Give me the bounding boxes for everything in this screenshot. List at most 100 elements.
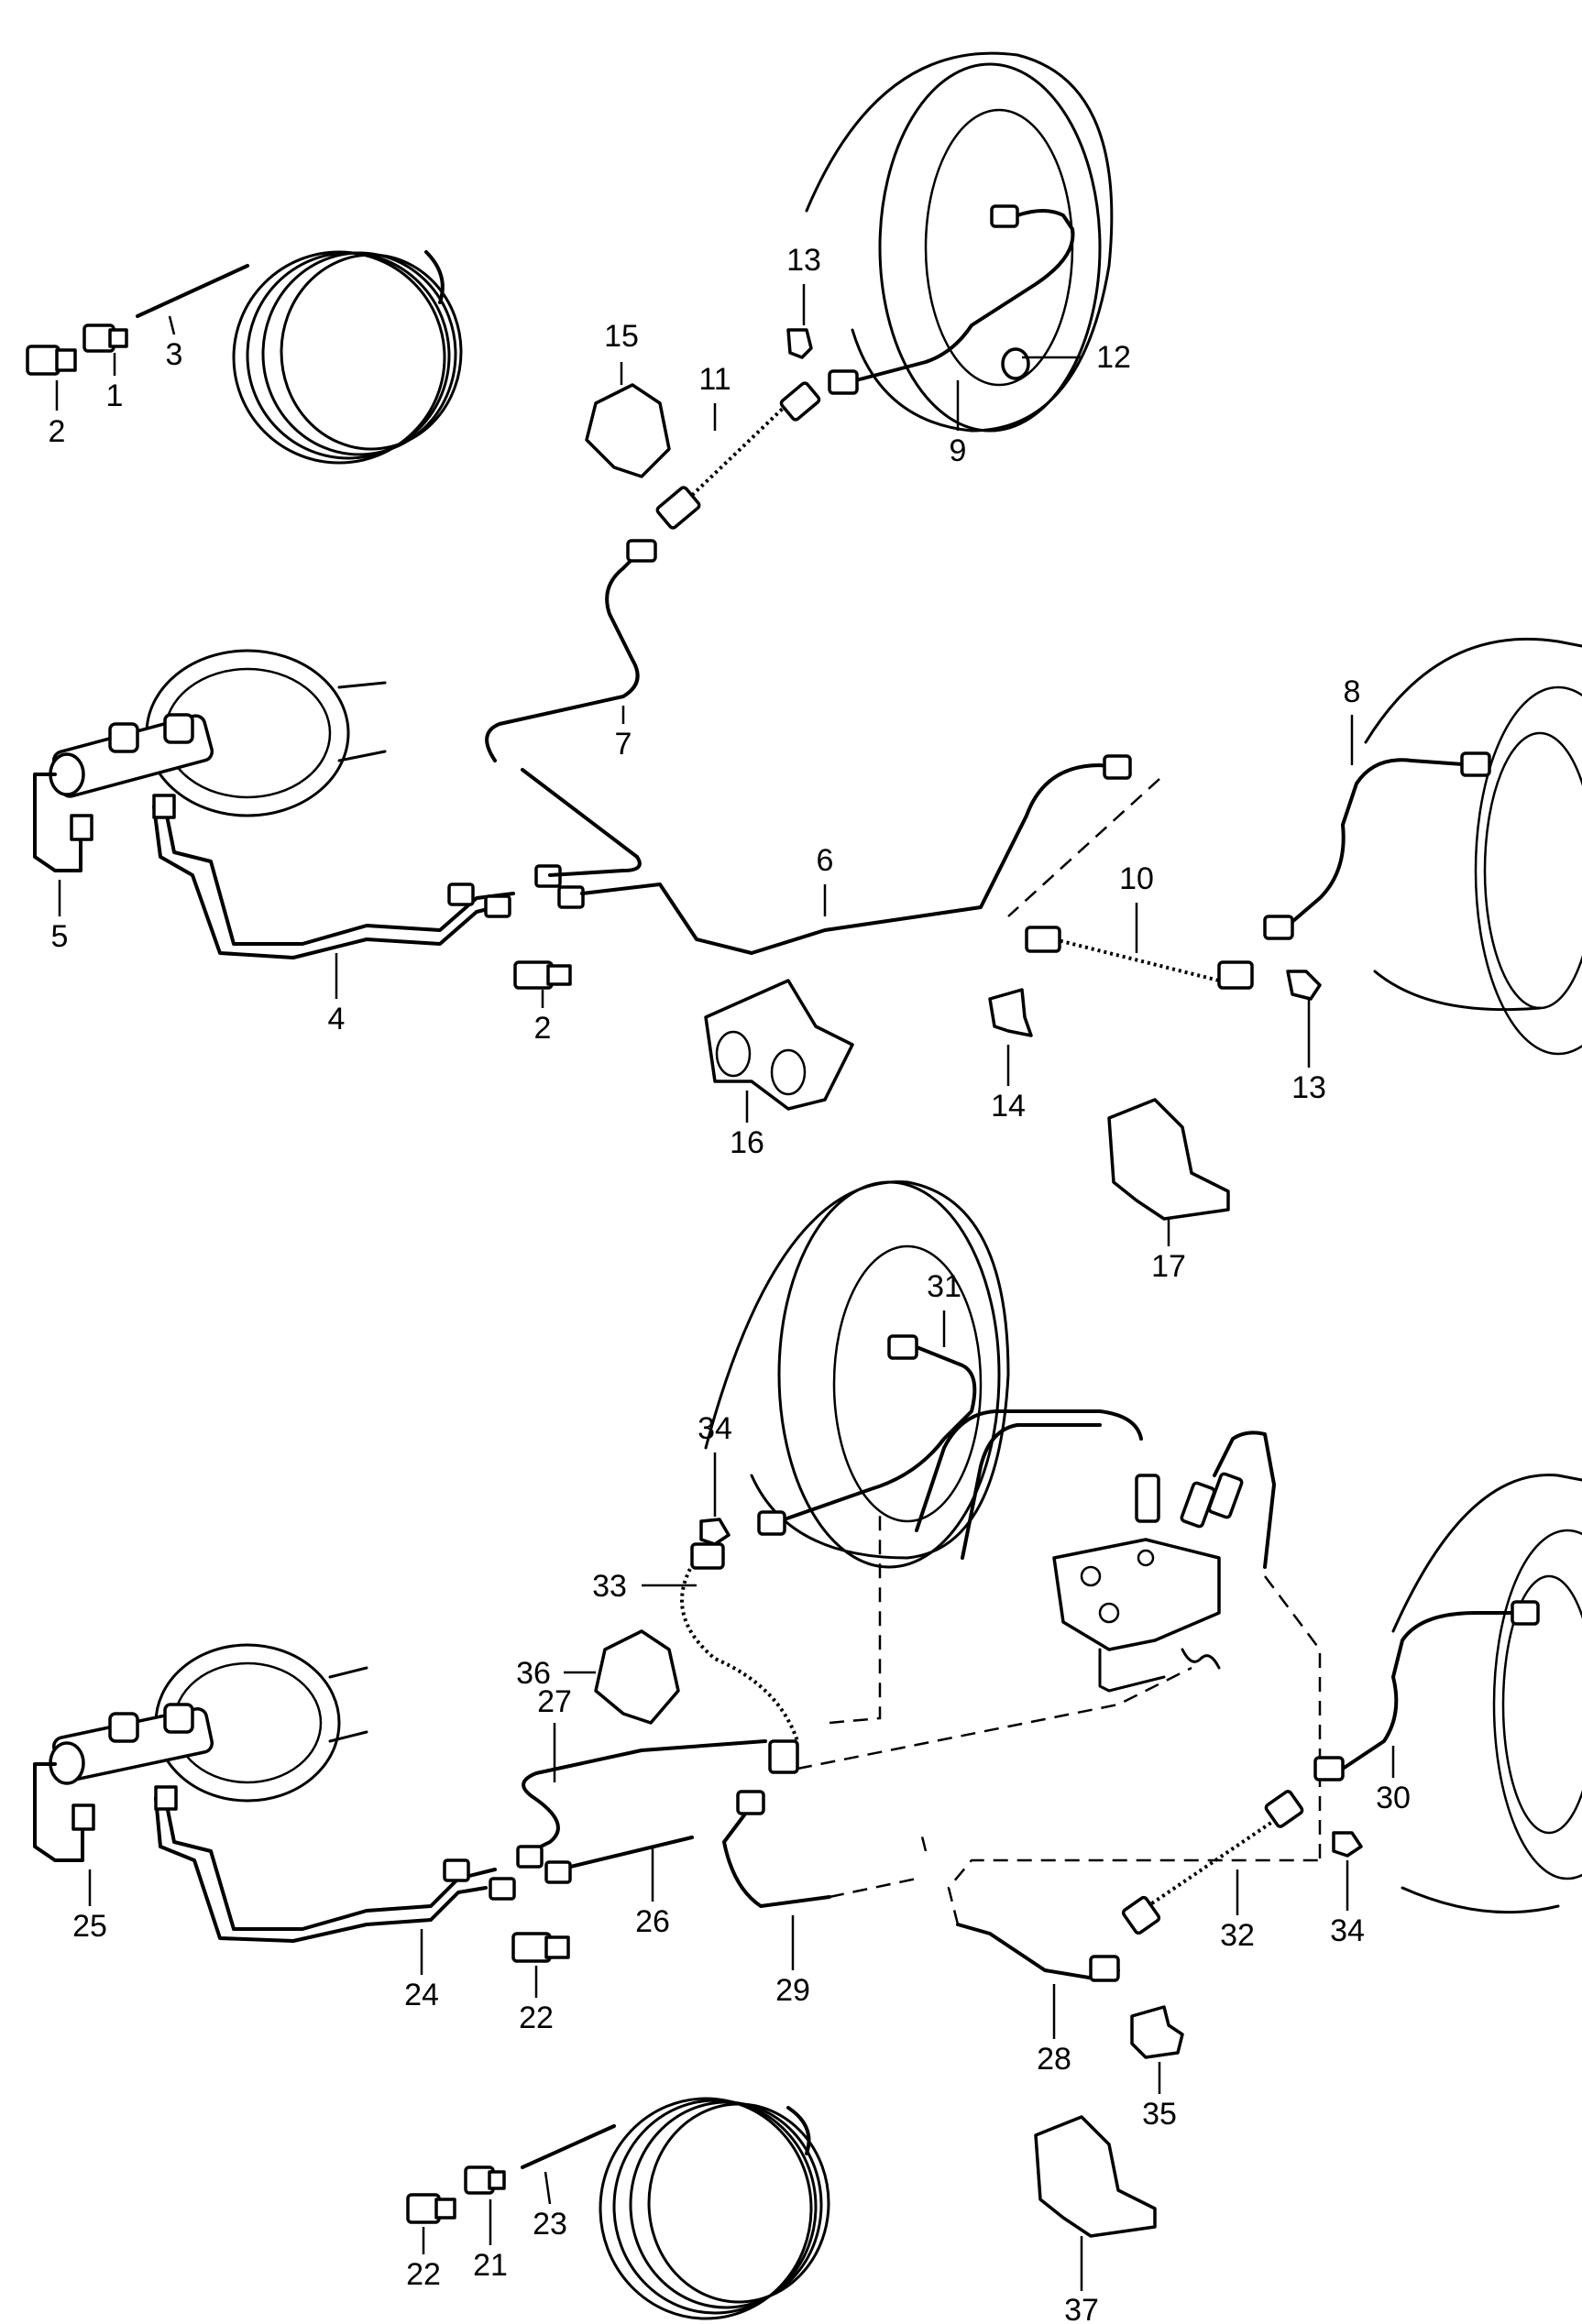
- line-5-fitting: [70, 814, 93, 841]
- brake-line-part-6: [580, 763, 1125, 955]
- callout-11: 11: [698, 362, 731, 397]
- callout-16: 16: [730, 1125, 764, 1160]
- line-29-fitting: [736, 1790, 765, 1815]
- brake-drum-rear-lower: [704, 1180, 1010, 1569]
- fitting-part-22-lower: [406, 2193, 456, 2224]
- brake-line-part-29: [722, 1803, 831, 1908]
- line-6-end-fitting: [1103, 754, 1132, 780]
- brake-line-part-9: [837, 209, 1075, 387]
- line-6-fitting: [557, 885, 585, 909]
- line-30-end-fitting: [1511, 1600, 1540, 1626]
- callout-27: 27: [537, 1684, 572, 1719]
- callout-25: 25: [72, 1909, 107, 1944]
- brake-booster-upper: [49, 649, 387, 817]
- callout-12: 12: [1096, 340, 1131, 375]
- brake-hose-part-10: [1025, 926, 1254, 990]
- fitting-part-21: [464, 2165, 506, 2195]
- brake-line-part-27: [522, 1739, 767, 1853]
- callout-26: 26: [635, 1904, 670, 1939]
- callout-4: 4: [328, 1002, 346, 1036]
- line-27-fitting: [516, 1845, 544, 1869]
- callout-6: 6: [817, 843, 834, 878]
- line-26-fitting: [544, 1860, 572, 1884]
- clip-part-13-upper: [786, 328, 813, 359]
- line-28-fitting: [1089, 1955, 1120, 1982]
- callout-29: 29: [775, 1973, 810, 2008]
- brake-line-coil-lower: [521, 2097, 830, 2320]
- brake-line-part-8: [1286, 758, 1478, 927]
- callout-24: 24: [404, 1978, 439, 2012]
- callout-3: 3: [166, 337, 183, 372]
- callout-36: 36: [516, 1656, 551, 1691]
- callout-35: 35: [1142, 2097, 1177, 2132]
- callout-1: 1: [106, 378, 124, 413]
- brake-line-part-30: [1341, 1611, 1533, 1770]
- callout-32: 32: [1220, 1918, 1255, 1953]
- callout-23: 23: [533, 2207, 567, 2242]
- callout-5: 5: [51, 919, 69, 954]
- line-30-fitting: [1313, 1756, 1345, 1781]
- brake-hose-part-11: [655, 381, 821, 530]
- brake-line-part-31: [777, 1345, 977, 1523]
- brake-line-part-5: [33, 773, 82, 872]
- callout-14: 14: [991, 1089, 1026, 1124]
- callout-labels: 1 2 3 15 11 13 12 9 7 8 5 6 10 2 4 14 13…: [49, 243, 1411, 2324]
- brake-line-coil-upper: [136, 250, 463, 465]
- fitting-part-2-middle: [513, 960, 572, 990]
- callout-28: 28: [1037, 2042, 1071, 2077]
- brake-drum-rear-upper: [805, 51, 1114, 433]
- clip-part-34-upper: [699, 1518, 731, 1546]
- line-25-fitting: [71, 1803, 95, 1831]
- clip-part-34-lower: [1332, 1831, 1363, 1858]
- callout-9: 9: [950, 433, 967, 468]
- brake-lines-to-valve: [915, 1409, 1143, 1560]
- callout-13-lower: 13: [1291, 1070, 1326, 1105]
- callout-34-lower: 34: [1330, 1913, 1365, 1948]
- line-7-fitting: [626, 539, 657, 563]
- callout-17: 17: [1151, 1249, 1186, 1284]
- clip-part-37: [1034, 2115, 1157, 2238]
- callout-34-upper: 34: [698, 1411, 732, 1446]
- callout-2-middle: 2: [534, 1011, 552, 1046]
- clip-part-36: [594, 1629, 680, 1725]
- line-31-fitting: [757, 1510, 786, 1536]
- clip-part-13-lower: [1286, 970, 1322, 1001]
- clamp-part-16: [704, 979, 854, 1111]
- bracket-part-14: [988, 988, 1033, 1037]
- callout-13-upper: 13: [786, 243, 821, 278]
- callout-22-lower: 22: [406, 2257, 441, 2292]
- line-4-fitting: [152, 794, 176, 819]
- line-9-end-fitting: [990, 204, 1019, 228]
- clip-part-17: [1107, 1098, 1230, 1221]
- callout-7: 7: [615, 727, 632, 762]
- fitting-part-2-upper: [26, 345, 77, 376]
- bracket-part-35: [1130, 2005, 1184, 2059]
- fitting-part-1: [82, 323, 128, 353]
- brake-line-part-25: [33, 1762, 84, 1862]
- line-4-end-fitting-b: [484, 894, 511, 918]
- grommet-part-12: [1001, 347, 1030, 380]
- brake-line-part-26: [557, 1836, 694, 1871]
- fitting-part-22-middle: [511, 1932, 570, 1963]
- callout-21: 21: [473, 2248, 508, 2283]
- callout-10: 10: [1119, 861, 1154, 896]
- leader-lines: [55, 284, 1395, 2291]
- line-24-fitting: [154, 1785, 178, 1811]
- clip-part-15: [585, 383, 671, 478]
- line-24-end-fitting-a: [443, 1858, 470, 1882]
- callout-8: 8: [1344, 674, 1361, 709]
- callout-31: 31: [927, 1269, 961, 1304]
- brake-line-part-24: [163, 1794, 497, 1931]
- line-9-fitting: [828, 369, 859, 395]
- callout-15: 15: [604, 319, 639, 354]
- callout-37: 37: [1064, 2293, 1099, 2324]
- brake-booster-lower: [49, 1643, 368, 1803]
- callout-22-middle: 22: [519, 2001, 554, 2035]
- line-4-end-fitting-a: [447, 882, 475, 906]
- line-8-fitting: [1263, 915, 1294, 940]
- brake-line-part-4: [163, 805, 515, 946]
- line-8-end-fitting: [1460, 751, 1491, 777]
- callout-30: 30: [1376, 1781, 1411, 1815]
- brake-drum-front-lower: [1391, 1473, 1582, 1914]
